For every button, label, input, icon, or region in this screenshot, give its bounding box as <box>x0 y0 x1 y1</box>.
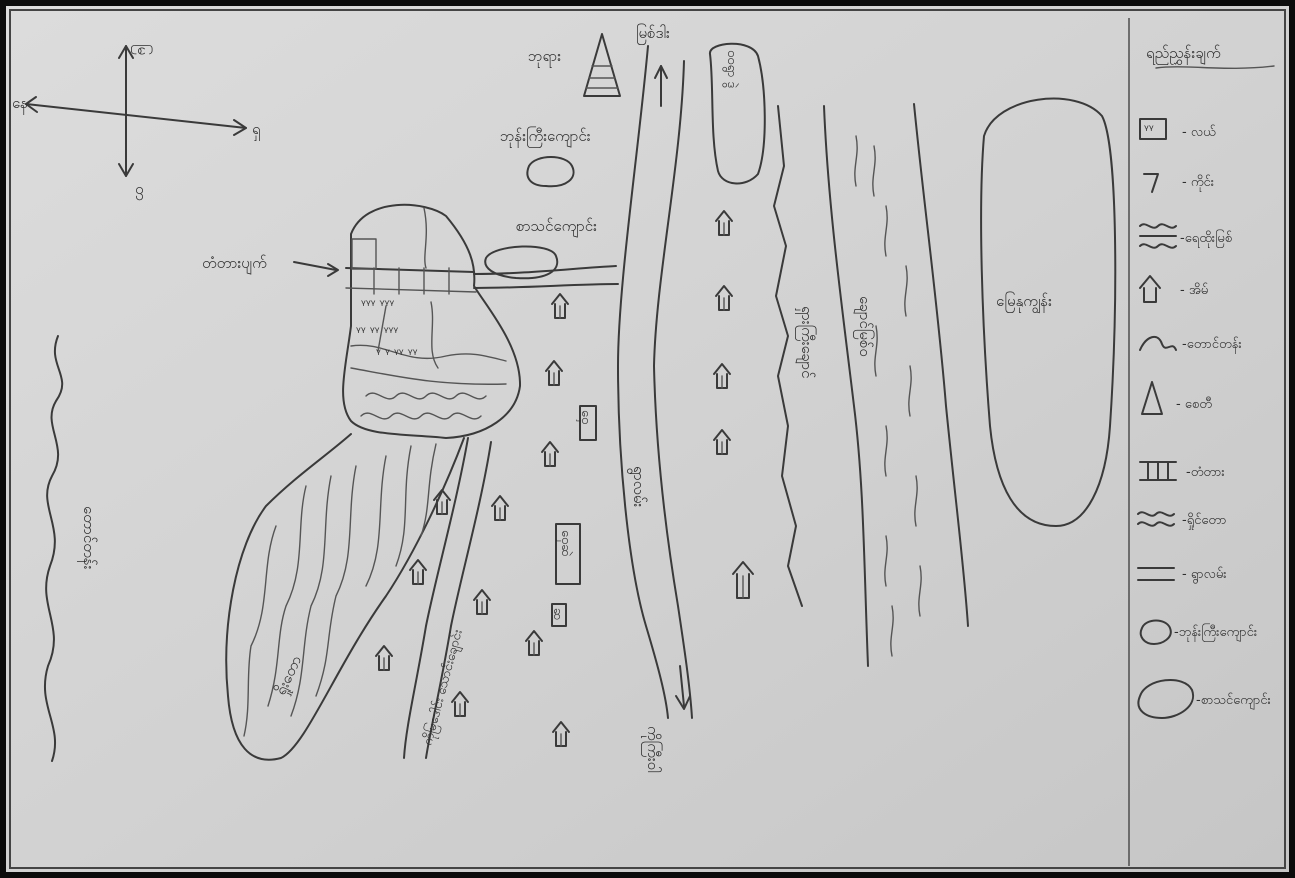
legend-item-flag: - ကိုင်း <box>1143 173 1214 193</box>
compass-east-label: ရှ <box>252 120 261 141</box>
field-glyph: ᵞᵞ <box>1144 123 1154 138</box>
compass-west-label: နေ <box>12 94 28 115</box>
paddy-marks-2: ᵞᵞ ᵞᵞ ᵞᵞᵞ <box>356 325 398 340</box>
legend: ရည်ညွှန်းချက် ᵞᵞ - လယ် - ကိုင်း -ရေထိုးမ… <box>1137 44 1275 719</box>
legend-label-bridge: -တံတား <box>1186 465 1225 480</box>
road-main-label: ရွာလမ်း <box>627 466 648 507</box>
top-village-label: ဝဝရွာ ဒွဲ <box>722 50 739 88</box>
legend-label-school: -စာသင်ကျောင်း <box>1196 692 1271 710</box>
house-icon <box>715 210 733 236</box>
compass-south-label: တ <box>132 186 150 201</box>
compass-north-label: မြ <box>131 44 153 55</box>
river-a-label: ရှားကြီးချောင် <box>795 306 817 378</box>
ferry: တံတားပျက် <box>202 254 619 289</box>
house-icon <box>713 429 731 455</box>
legend-item-pagoda: - စေတီ <box>1141 381 1212 415</box>
legend-label-river: -ရေထိုးမြစ် <box>1180 229 1232 248</box>
legend-label-monastery: -ဘုန်းကြီးကျောင်း <box>1174 623 1257 642</box>
house-icon <box>732 561 754 599</box>
legend-label-flag: - ကိုင်း <box>1182 174 1214 192</box>
legend-label-forest: -ရှိုင်တော <box>1182 512 1226 530</box>
legend-item-school: -စာသင်ကျောင်း <box>1137 678 1271 719</box>
buildings: ဝှေ ဝှေဆဲ ဆ <box>550 405 597 627</box>
legend-title: ရည်ညွှန်းချက် <box>1146 44 1221 65</box>
pagoda-label: ဘုရား <box>528 47 561 68</box>
map-sheet: မြ တ နေ ရှ တောင်တန်း ᵞᵞᵞ ᵞᵞᵞ ᵞᵞ ᵞᵞ ᵞᵞᵞ ᵞ… <box>6 6 1289 872</box>
legend-item-bridge: -တံတား <box>1139 461 1225 481</box>
road-south-label: ကိုကြီးဝါ <box>641 726 663 773</box>
paddy-marks: ᵞᵞᵞ ᵞᵞᵞ <box>361 298 394 313</box>
houses <box>375 210 754 747</box>
monastery-label: ဘုန်းကြီးကျောင်း <box>500 126 591 148</box>
legend-item-forest: -ရှိုင်တော <box>1137 511 1226 530</box>
mountain-label: တောင်တန်း <box>77 506 98 570</box>
building-2-label: ဝှေဆဲ <box>556 530 573 557</box>
house-icon <box>713 363 731 389</box>
house-icon <box>375 645 393 671</box>
legend-item-field: ᵞᵞ - လယ် <box>1139 118 1216 140</box>
house-icon <box>473 589 491 615</box>
island: မြေနုကျွန်း <box>980 97 1117 527</box>
rivers: ရှားကြီးချောင် ချောင်မြစ်ဝ <box>773 103 969 667</box>
legend-label-road: - ရွာလမ်း <box>1182 566 1227 584</box>
village-area: ᵞᵞᵞ ᵞᵞᵞ ᵞᵞ ᵞᵞ ᵞᵞᵞ ᵞ ᵞ ᵞᵞ ᵞᵞ <box>342 203 522 439</box>
highway-label: မြစ်ဒါး <box>636 23 670 45</box>
lake-label: မြေနုကျွန်း <box>996 291 1052 314</box>
river-b-label: ချောင်မြစ်ဝ <box>853 296 875 357</box>
school-label: စာသင်ကျောင်း <box>516 217 597 238</box>
house-icon <box>551 293 569 319</box>
building-3-label: ဆ <box>550 608 565 621</box>
house-icon <box>552 721 570 747</box>
mountain-range: တောင်တန်း <box>43 335 98 762</box>
ferry-label: တံတားပျက် <box>202 254 267 275</box>
paddy-marks-3: ᵞ ᵞ ᵞᵞ ᵞᵞ <box>376 347 418 362</box>
legend-label-field: - လယ် <box>1182 124 1216 140</box>
monastery: ဘုန်းကြီးကျောင်း <box>500 126 591 188</box>
house-icon <box>409 559 427 585</box>
top-village: ဝဝရွာ ဒွဲ <box>709 42 766 185</box>
pagoda-icon: ဘုရား <box>528 33 621 97</box>
legend-item-house: - အိမ် <box>1139 275 1208 303</box>
legend-label-mountain: -တောင်တန်း <box>1182 336 1242 354</box>
legend-label-pagoda: - စေတီ <box>1176 396 1212 412</box>
legend-label-house: - အိမ် <box>1180 282 1208 298</box>
legend-item-mountain: -တောင်တန်း <box>1139 335 1242 354</box>
legend-item-river: -ရေထိုးမြစ် <box>1139 223 1232 249</box>
house-icon <box>545 360 563 386</box>
house-icon <box>715 285 733 311</box>
house-icon <box>491 495 509 521</box>
compass: မြ တ နေ ရှ <box>12 44 261 201</box>
house-icon <box>433 489 451 515</box>
house-icon <box>451 691 469 717</box>
building-1-label: ဝှေ <box>576 410 593 424</box>
forest-area: ရှိုးတော <box>225 433 465 761</box>
legend-item-road: - ရွာလမ်း <box>1137 566 1227 584</box>
house-icon <box>541 441 559 467</box>
house-icon <box>525 630 543 656</box>
main-road: မြစ်ဒါး ရွာလမ်း ကိုကြီးဝါ <box>617 23 693 773</box>
legend-item-monastery: -ဘုန်းကြီးကျောင်း <box>1139 619 1257 645</box>
